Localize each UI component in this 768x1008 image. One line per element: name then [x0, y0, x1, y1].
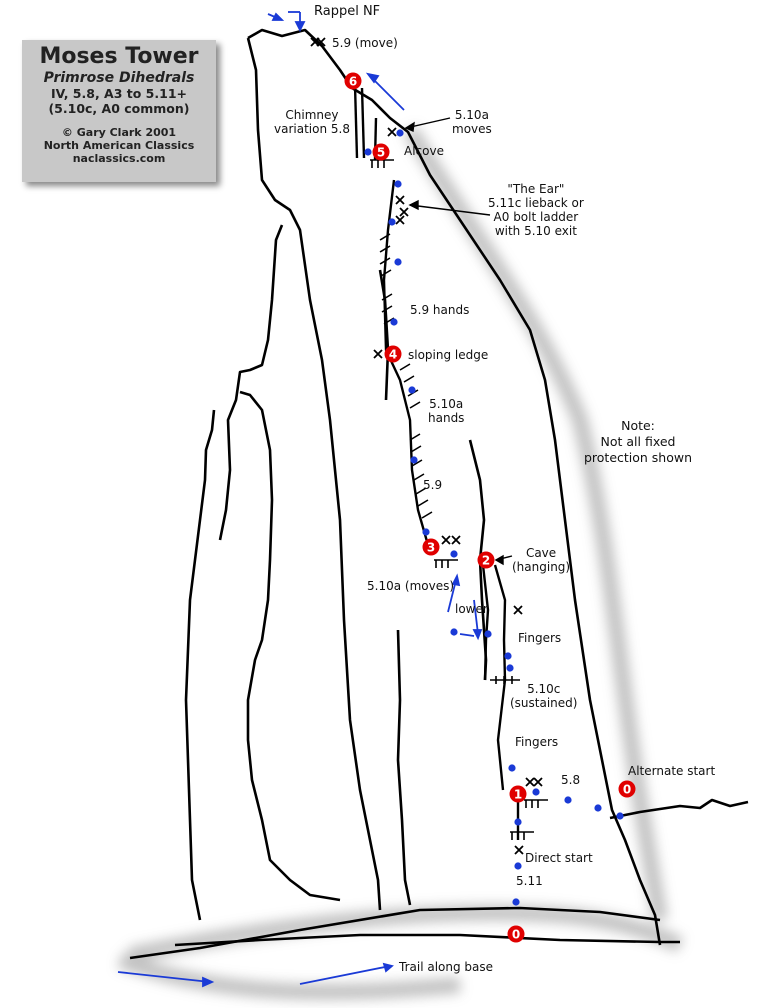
copyright: © Gary Clark 2001 — [61, 126, 177, 139]
website: naclassics.com — [72, 152, 166, 165]
label-hands-59: 5.9 hands — [410, 303, 470, 317]
belay-marker-4: 4 — [384, 345, 402, 363]
label-alcove: Alcove — [404, 144, 444, 158]
direction-arrows — [117, 11, 483, 988]
belay-markers: 0 0 1 2 3 4 5 6 — [344, 72, 636, 943]
label-moves-510a-lower: 5.10a (moves) — [367, 579, 455, 593]
belay-circle — [372, 143, 390, 161]
belay-circle — [618, 780, 636, 798]
belay-marker-1: 1 — [509, 785, 527, 803]
belay-marker-0: 0 — [507, 925, 525, 943]
belay-circle — [507, 925, 525, 943]
belay-number: 6 — [349, 75, 357, 89]
label-chimney: Chimney variation 5.8 — [274, 108, 350, 136]
belay-number: 4 — [389, 348, 397, 362]
route-dot — [394, 258, 402, 266]
route-dot — [594, 804, 602, 812]
route-dot — [364, 148, 372, 156]
route-dot — [532, 788, 540, 796]
label-rappel: Rappel NF — [314, 4, 381, 19]
belay-number: 1 — [514, 788, 522, 802]
route-dot — [390, 318, 398, 326]
rock-outline — [129, 28, 749, 960]
route-name: Primrose Dihedrals — [43, 70, 195, 86]
belay-marker-0: 0 — [618, 780, 636, 798]
route-dot — [450, 628, 458, 636]
route-dot — [388, 218, 396, 226]
route-grade: IV, 5.8, A3 to 5.11+ — [50, 86, 187, 101]
label-the-ear: "The Ear" 5.11c lieback or A0 bolt ladde… — [488, 182, 584, 238]
note: Note: Not all fixed protection shown — [583, 418, 693, 465]
tower-shadow — [117, 125, 684, 1000]
route-cracks — [353, 84, 520, 840]
route-dot — [514, 862, 522, 870]
label-59: 5.9 — [423, 478, 443, 492]
label-sustained: 5.10c (sustained) — [510, 682, 578, 710]
route-dot — [564, 796, 572, 804]
label-moves-510a: 5.10a moves — [452, 108, 492, 136]
belay-marker-5: 5 — [372, 143, 390, 161]
route-dot — [450, 550, 458, 558]
belay-circle — [477, 551, 495, 569]
label-hands-510a: 5.10a hands — [428, 397, 465, 425]
route-dot — [508, 764, 516, 772]
belay-number: 0 — [623, 783, 631, 797]
route-dot — [394, 180, 402, 188]
label-cave: Cave (hanging) — [512, 546, 571, 574]
label-sloping-ledge: sloping ledge — [408, 348, 489, 362]
label-511: 5.11 — [516, 874, 543, 888]
label-pointers — [404, 117, 513, 566]
belay-marker-6: 6 — [344, 72, 362, 90]
route-dot — [514, 818, 522, 826]
belay-number: 0 — [512, 928, 520, 942]
route-dot — [616, 812, 624, 820]
route-dot — [512, 898, 520, 906]
belay-circle — [509, 785, 527, 803]
tower-name: Moses Tower — [39, 44, 199, 69]
route-dot — [410, 456, 418, 464]
belay-number: 3 — [427, 541, 435, 555]
route-dot — [422, 528, 430, 536]
label-fingers-upper: Fingers — [518, 631, 562, 645]
belay-number: 5 — [377, 146, 385, 160]
label-move-59: 5.9 (move) — [332, 36, 398, 50]
route-dot — [506, 664, 514, 672]
route-dot — [396, 129, 404, 137]
title-box: Moses Tower Primrose Dihedrals IV, 5.8, … — [22, 40, 216, 182]
belay-marker-2: 2 — [477, 551, 495, 569]
route-dot — [484, 630, 492, 638]
label-fingers-lower: Fingers — [515, 735, 559, 749]
belay-circle — [384, 345, 402, 363]
route-dots — [364, 129, 624, 906]
label-lower: lower — [455, 602, 488, 616]
label-direct-start: Direct start — [525, 851, 593, 865]
label-58: 5.8 — [561, 773, 581, 787]
route-dot — [504, 652, 512, 660]
belay-number: 2 — [482, 554, 490, 568]
label-alternate-start: Alternate start — [628, 764, 716, 778]
route-grade-note: (5.10c, A0 common) — [48, 101, 190, 116]
route-dot — [408, 386, 416, 394]
belay-circle — [422, 538, 440, 556]
bolt-marks — [310, 37, 543, 855]
label-trail: Trail along base — [399, 960, 494, 974]
publisher: North American Classics — [43, 139, 195, 152]
belay-marker-3: 3 — [422, 538, 440, 556]
belay-circle — [344, 72, 362, 90]
